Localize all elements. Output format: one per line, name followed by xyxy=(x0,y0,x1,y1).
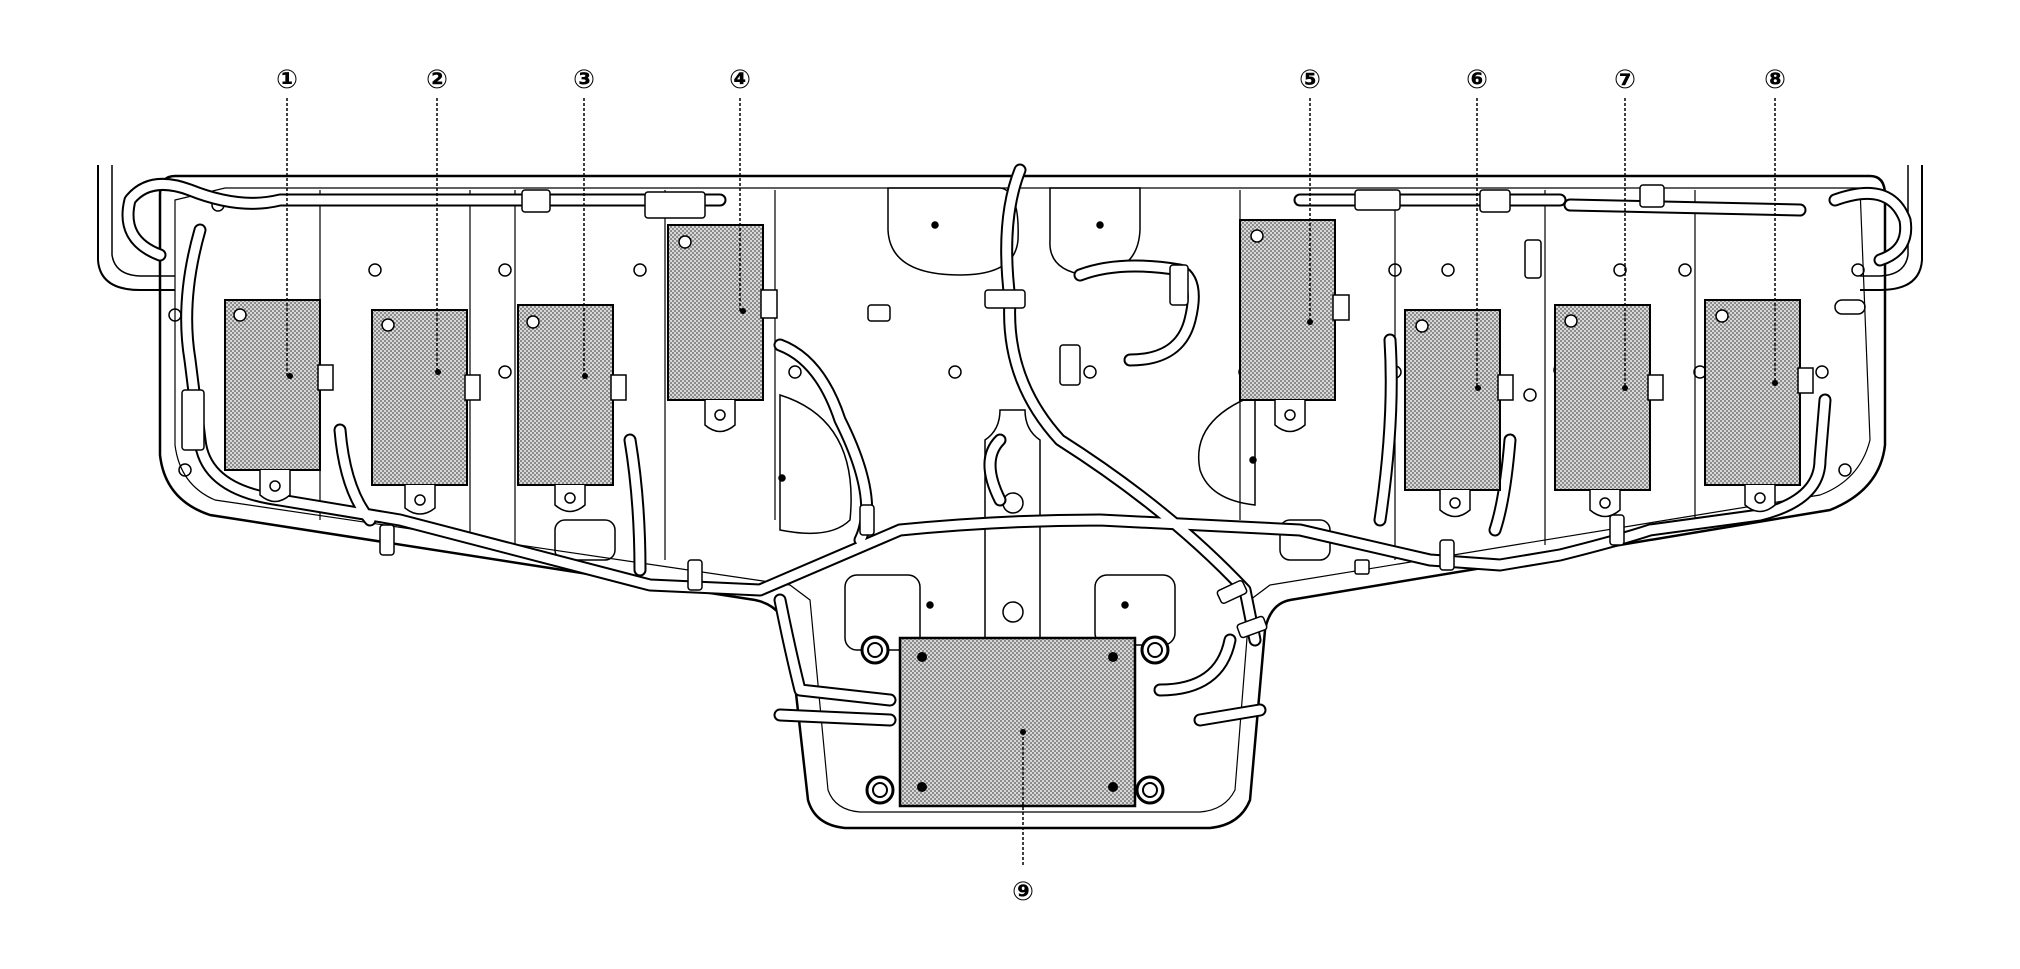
callout-5: ⑤ xyxy=(1299,65,1321,95)
leader-lines xyxy=(286,98,1776,866)
right-bracket-inner xyxy=(1860,165,1909,277)
left-bracket-inner xyxy=(111,165,175,277)
module-7 xyxy=(1554,304,1664,518)
module-1 xyxy=(224,299,334,503)
callout-7: ⑦ xyxy=(1614,65,1636,95)
module-8 xyxy=(1704,299,1814,513)
module-4 xyxy=(667,224,778,433)
left-bracket xyxy=(97,165,175,291)
module-5 xyxy=(1239,219,1350,433)
module-6 xyxy=(1404,309,1514,518)
module-9 xyxy=(860,635,1170,808)
callout-8: ⑧ xyxy=(1764,65,1786,95)
callout-6: ⑥ xyxy=(1466,65,1488,95)
panel-inner-outline xyxy=(174,187,1871,813)
callout-1: ① xyxy=(276,65,298,95)
callout-2: ② xyxy=(426,65,448,95)
harness-clips xyxy=(181,184,1665,639)
callout-4: ④ xyxy=(729,65,751,95)
module-3 xyxy=(517,304,627,513)
callout-9: ⑨ xyxy=(1012,877,1034,907)
panel-outline xyxy=(158,174,1887,830)
wiring-harness-fill xyxy=(123,165,1911,725)
module-2 xyxy=(371,309,481,515)
mounting-holes xyxy=(168,198,1866,623)
right-bracket xyxy=(1860,165,1923,291)
callout-3: ③ xyxy=(573,65,595,95)
